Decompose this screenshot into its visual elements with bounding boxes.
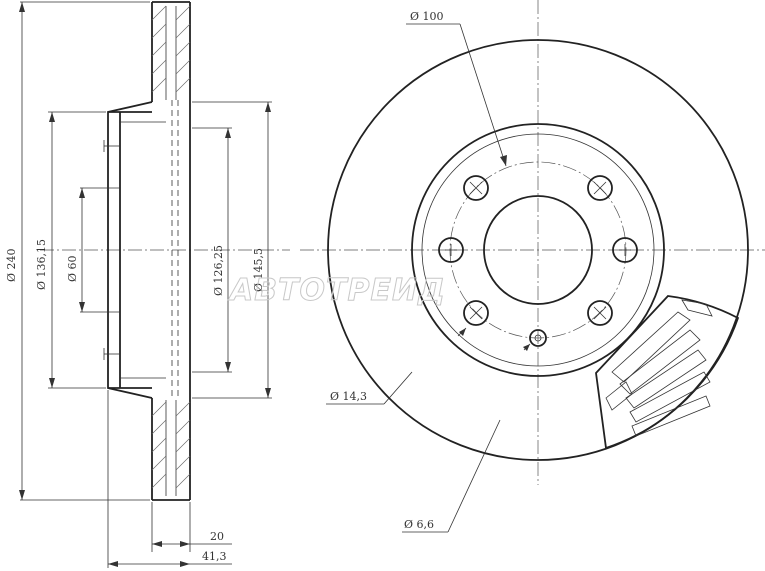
bolt-hole — [612, 237, 638, 263]
section-hatching-top — [151, 5, 191, 93]
bolt-hole — [587, 300, 613, 326]
watermark-text: ABTOTPEИД — [228, 273, 446, 308]
front-view: Ø 100 Ø 14,3 Ø 6,6 — [300, 0, 765, 533]
vane-cutaway — [595, 295, 740, 450]
dim-disc-thickness: 20 — [210, 530, 224, 543]
bolt-hole — [438, 237, 464, 263]
bolt-holes — [438, 175, 638, 326]
dim-hub-diameter: Ø 126,25 — [212, 245, 225, 296]
side-section-view: Ø 240 Ø 136,15 Ø 60 Ø 126,25 Ø 145,5 20 … — [5, 1, 290, 568]
dim-hat-outer: Ø 145,5 — [252, 248, 265, 292]
bolt-hole — [587, 175, 613, 201]
dim-center-bore: Ø 60 — [66, 255, 79, 282]
dim-outer-diameter: Ø 240 — [5, 248, 18, 282]
dim-total-height: 41,3 — [202, 550, 227, 563]
section-hatching-bottom — [151, 401, 191, 489]
bolt-hole — [463, 300, 489, 326]
bolt-hole — [463, 175, 489, 201]
pin-hole — [529, 329, 547, 347]
dim-pin-hole: Ø 6,6 — [404, 518, 434, 531]
vane-slots — [171, 100, 179, 400]
dim-bolt-circle: Ø 100 — [410, 10, 444, 23]
dim-bolt-hole: Ø 14,3 — [330, 390, 367, 403]
dim-hat-bore: Ø 136,15 — [35, 239, 48, 290]
